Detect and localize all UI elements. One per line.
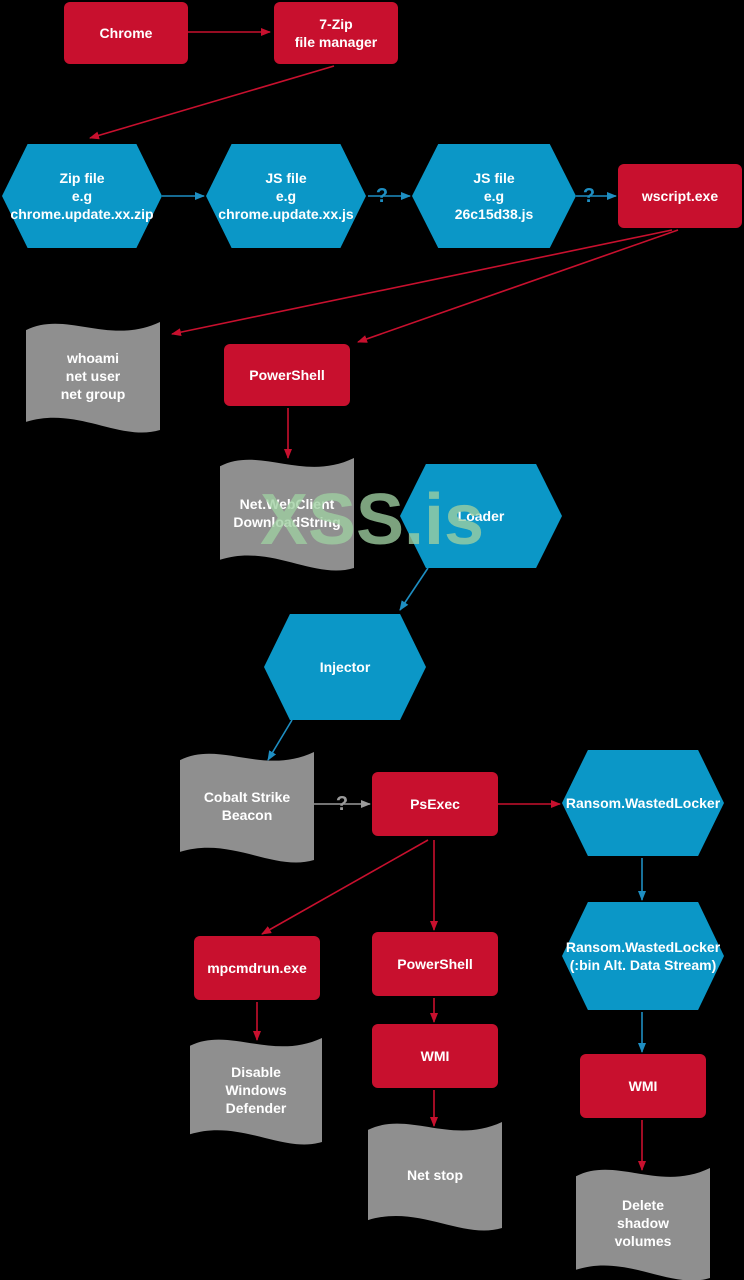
node-recon-shape	[26, 322, 160, 433]
flow-arrow-7	[357, 229, 679, 343]
node-chrome: Chrome	[64, 2, 188, 64]
node-zipfile-label: chrome.update.xx.zip	[10, 206, 153, 222]
node-wmi2: WMI	[580, 1054, 706, 1118]
node-netstop-label: Net stop	[407, 1167, 463, 1183]
node-shadow-label: Delete	[622, 1197, 664, 1213]
node-wmi2-label: WMI	[629, 1078, 658, 1094]
node-disable-defender-label: Windows	[225, 1082, 287, 1098]
node-netstop: Net stop	[368, 1121, 502, 1231]
node-shadow-shape	[576, 1168, 710, 1280]
node-shadow-label: volumes	[615, 1233, 672, 1249]
node-recon-label: net group	[61, 386, 126, 402]
node-cobalt-shape	[180, 752, 314, 863]
flow-arrow-6	[171, 229, 673, 337]
node-wmi1-label: WMI	[421, 1048, 450, 1064]
flow-arrow-13	[261, 839, 429, 935]
node-loader: Loader	[400, 464, 562, 568]
node-ransom1: Ransom.WastedLocker	[562, 750, 724, 856]
node-jsfile2-label: JS file	[473, 170, 514, 186]
node-psexec: PsExec	[372, 772, 498, 836]
node-webclient-label: Net.WebClient	[240, 496, 335, 512]
node-ransom1-label: Ransom.WastedLocker	[566, 795, 721, 811]
node-sevenzip-label: file manager	[295, 34, 378, 50]
node-powershell1-label: PowerShell	[249, 367, 324, 383]
node-wscript: wscript.exe	[618, 164, 742, 228]
node-jsfile2: JS file e.g 26c15d38.js	[412, 144, 576, 248]
node-chrome-shape	[64, 2, 188, 64]
node-jsfile1-shape	[206, 144, 366, 248]
node-sevenzip-shape	[274, 2, 398, 64]
question-mark-2: ?	[583, 185, 595, 207]
node-powershell2-label: PowerShell	[397, 956, 472, 972]
node-cobalt-label: Cobalt Strike	[204, 789, 291, 805]
node-shadow-label: shadow	[617, 1215, 669, 1231]
node-zipfile-shape	[2, 144, 162, 248]
node-wscript-shape	[618, 164, 742, 228]
node-jsfile2-shape	[412, 144, 576, 248]
node-webclient-shape	[220, 458, 354, 571]
watermark: XSS.is	[260, 480, 484, 560]
node-loader-label: Loader	[458, 508, 505, 524]
node-mpcmdrun: mpcmdrun.exe	[194, 936, 320, 1000]
node-powershell1: PowerShell	[224, 344, 350, 406]
edges	[89, 28, 679, 1171]
node-jsfile1-label: e.g	[276, 188, 296, 204]
node-ransom2-shape	[562, 902, 724, 1010]
question-mark-1: ?	[376, 185, 388, 207]
flow-arrow-9	[399, 567, 429, 611]
node-sevenzip: 7-Zip file manager	[274, 2, 398, 64]
node-recon-label: net user	[66, 368, 121, 384]
node-shadow: Delete shadow volumes	[576, 1168, 710, 1280]
node-ransom2-label: (:bin Alt. Data Stream)	[570, 957, 717, 973]
node-ransom2: Ransom.WastedLocker (:bin Alt. Data Strea…	[562, 902, 724, 1010]
node-wmi2-shape	[580, 1054, 706, 1118]
node-powershell2: PowerShell	[372, 932, 498, 996]
node-ransom1-shape	[562, 750, 724, 856]
node-loader-shape	[400, 464, 562, 568]
node-zipfile-label: Zip file	[59, 170, 104, 186]
node-powershell2-shape	[372, 932, 498, 996]
node-recon: whoami net user net group	[26, 322, 160, 433]
node-cobalt-label: Beacon	[222, 807, 273, 823]
node-zipfile: Zip file e.g chrome.update.xx.zip	[2, 144, 162, 248]
node-jsfile2-label: 26c15d38.js	[455, 206, 534, 222]
node-netstop-shape	[368, 1121, 502, 1231]
node-wmi1-shape	[372, 1024, 498, 1088]
node-powershell1-shape	[224, 344, 350, 406]
node-psexec-shape	[372, 772, 498, 836]
node-disable-defender-label: Defender	[226, 1100, 287, 1116]
node-jsfile1: JS file e.g chrome.update.xx.js	[206, 144, 366, 248]
node-ransom2-label: Ransom.WastedLocker	[566, 939, 721, 955]
node-injector-shape	[264, 614, 426, 720]
node-webclient-label: DownloadString	[233, 514, 340, 530]
node-recon-label: whoami	[66, 350, 119, 366]
flow-arrow-10	[267, 719, 293, 761]
node-jsfile2-label: e.g	[484, 188, 504, 204]
node-zipfile-label: e.g	[72, 188, 92, 204]
question-marks: ???	[336, 185, 595, 815]
node-mpcmdrun-shape	[194, 936, 320, 1000]
flow-arrow-2	[89, 65, 335, 140]
node-jsfile1-label: chrome.update.xx.js	[218, 206, 354, 222]
node-mpcmdrun-label: mpcmdrun.exe	[207, 960, 307, 976]
node-chrome-label: Chrome	[100, 25, 153, 41]
node-injector-label: Injector	[320, 659, 371, 675]
node-injector: Injector	[264, 614, 426, 720]
node-wscript-label: wscript.exe	[641, 188, 718, 204]
node-disable-defender-shape	[190, 1037, 322, 1145]
question-mark-3: ?	[336, 793, 348, 815]
node-disable-defender-label: Disable	[231, 1064, 281, 1080]
node-jsfile1-label: JS file	[265, 170, 306, 186]
node-sevenzip-label: 7-Zip	[319, 16, 352, 32]
node-wmi1: WMI	[372, 1024, 498, 1088]
node-psexec-label: PsExec	[410, 796, 460, 812]
